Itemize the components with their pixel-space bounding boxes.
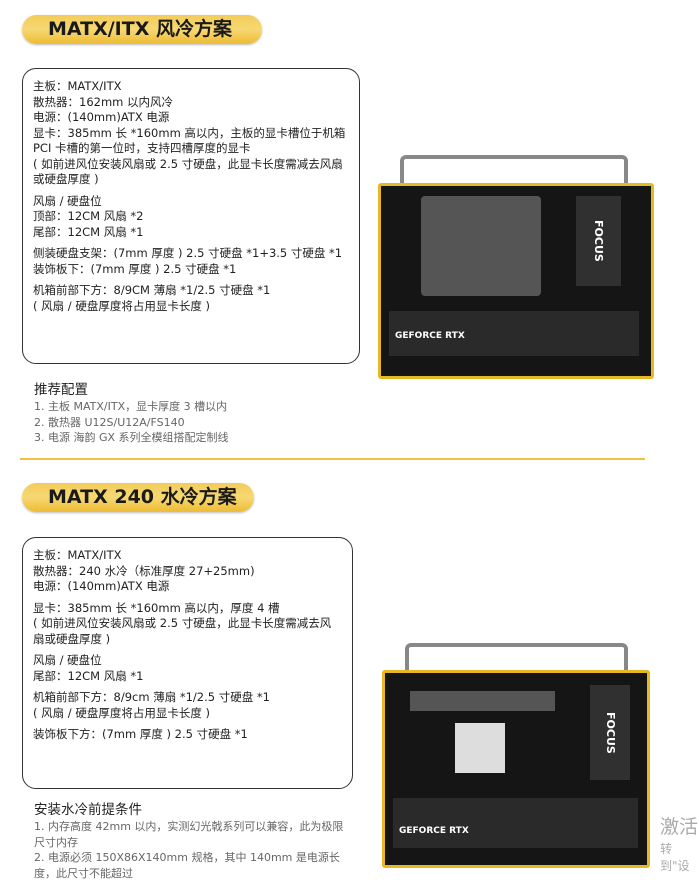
spec-line: 主板：MATX/ITX — [33, 79, 122, 93]
spec-line: ( 风扇 / 硬盘厚度将占用显卡长度 ) — [33, 705, 210, 720]
spec-line: 风扇 / 硬盘位 — [33, 653, 102, 667]
rec-item: 2. 电源必须 150X86X140mm 规格，其中 140mm 是电源长度，此… — [34, 851, 340, 880]
rec-item: 1. 内存高度 42mm 以内，实测幻光戟系列可以兼容，此为极限尺寸内存 — [34, 820, 344, 849]
spec-line: 主板：MATX/ITX — [33, 548, 122, 562]
spec-group: 装饰板下方：(7mm 厚度 ) 2.5 寸硬盘 *1 — [33, 727, 342, 743]
gpu: GEFORCE RTX — [389, 311, 639, 356]
spec-group: 机箱前部下方：8/9cm 薄扇 *1/2.5 寸硬盘 *1( 风扇 / 硬盘厚度… — [33, 690, 342, 721]
spec-line: 电源：(140mm)ATX 电源 — [33, 579, 170, 593]
spec-line: ( 如前进风位安装风扇或 2.5 寸硬盘，此显卡长度需减去风扇或硬盘厚度 ) — [33, 616, 332, 646]
spec-line: 尾部：12CM 风扇 *1 — [33, 224, 144, 239]
gpu: GEFORCE RTX — [393, 798, 638, 848]
spec-line: 顶部：12CM 风扇 *2 — [33, 209, 144, 223]
case-handle — [400, 155, 628, 189]
section-divider — [20, 458, 645, 460]
section1-title: MATX/ITX 风冷方案 — [22, 15, 262, 44]
spec-line: 装饰板下方：(7mm 厚度 ) 2.5 寸硬盘 *1 — [33, 727, 248, 741]
section2-title: MATX 240 水冷方案 — [22, 483, 254, 512]
case-image-air: FOCUS GEFORCE RTX — [378, 183, 654, 379]
activation-watermark: 激活 — [660, 816, 699, 838]
spec-line: 显卡：385mm 长 *160mm 高以内，主板的显卡槽位于机箱 PCI 卡槽的… — [33, 125, 350, 156]
spec-line: 散热器：162mm 以内风冷 — [33, 94, 174, 109]
cpu-cooler — [421, 196, 541, 296]
spec-line: 机箱前部下方：8/9cm 薄扇 *1/2.5 寸硬盘 *1 — [33, 690, 270, 704]
section1-rec-title: 推荐配置 — [34, 382, 88, 398]
radiator — [410, 691, 555, 711]
spec-group: 显卡：385mm 长 *160mm 高以内，厚度 4 槽( 如前进风位安装风扇或… — [33, 601, 342, 648]
spec-line: 散热器：240 水冷（标准厚度 27+25mm) — [33, 563, 255, 578]
rec-item: 3. 电源 海韵 GX 系列全模组搭配定制线 — [34, 431, 229, 444]
section1-rec-list: 1. 主板 MATX/ITX，显卡厚度 3 槽以内 2. 散热器 U12S/U12… — [34, 399, 324, 446]
rec-item: 1. 主板 MATX/ITX，显卡厚度 3 槽以内 — [34, 400, 228, 413]
spec-line: 显卡：385mm 长 *160mm 高以内，厚度 4 槽 — [33, 600, 280, 615]
psu: FOCUS — [590, 685, 630, 780]
spec-line: 装饰板下：(7mm 厚度 ) 2.5 寸硬盘 *1 — [33, 261, 237, 276]
spec-group: 机箱前部下方：8/9CM 薄扇 *1/2.5 寸硬盘 *1( 风扇 / 硬盘厚度… — [33, 283, 349, 314]
spec-line: 电源：(140mm)ATX 电源 — [33, 110, 170, 124]
case-handle — [405, 643, 628, 675]
spec-line: 侧装硬盘支架：(7mm 厚度 ) 2.5 寸硬盘 *1+3.5 寸硬盘 *1 — [33, 246, 343, 260]
spec-line: 尾部：12CM 风扇 *1 — [33, 668, 144, 683]
psu: FOCUS — [576, 196, 621, 286]
case-image-water: FOCUS GEFORCE RTX — [382, 670, 650, 868]
section2-rec-title: 安装水冷前提条件 — [34, 802, 142, 818]
rec-item: 2. 散热器 U12S/U12A/FS140 — [34, 415, 185, 429]
spec-line: ( 如前进风位安装风扇或 2.5 寸硬盘，此显卡长度需减去风扇或硬盘厚度 ) — [33, 156, 343, 187]
activation-watermark-sub: 转到"设 — [660, 842, 690, 873]
spec-group: 风扇 / 硬盘位尾部：12CM 风扇 *1 — [33, 653, 342, 684]
spec-line: 风扇 / 硬盘位 — [33, 193, 102, 208]
cpu-block — [455, 723, 505, 773]
spec-line: 机箱前部下方：8/9CM 薄扇 *1/2.5 寸硬盘 *1 — [33, 283, 271, 297]
spec-line: ( 风扇 / 硬盘厚度将占用显卡长度 ) — [33, 298, 210, 313]
